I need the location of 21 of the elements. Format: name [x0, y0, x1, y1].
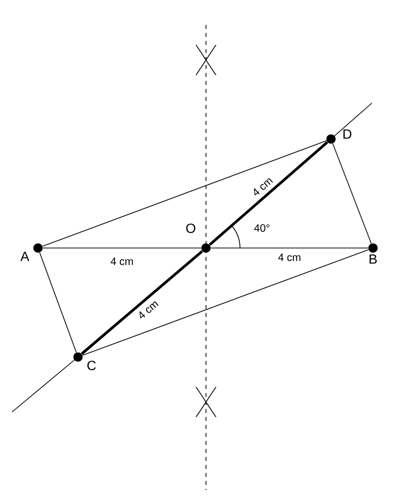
edge-label: 4 cm — [254, 178, 273, 196]
node-label: B — [370, 254, 377, 264]
labelled-point: D — [326, 129, 352, 144]
line-segment — [42, 140, 327, 247]
angle-label: 40° — [254, 224, 270, 232]
edge-label: 4 cm — [278, 254, 300, 262]
labelled-point: O — [186, 224, 211, 253]
line-segment — [332, 143, 372, 244]
edge-label: 4 cm — [140, 302, 159, 318]
line-segment — [82, 249, 369, 356]
labelled-point: A — [20, 243, 43, 261]
line-segment — [208, 141, 328, 246]
edge-label: 4 cm — [110, 258, 133, 266]
labelled-point: B — [368, 243, 378, 264]
line-segment — [39, 252, 77, 353]
line-segment — [80, 250, 204, 355]
node-label: D — [343, 129, 352, 139]
node-label: O — [186, 224, 196, 234]
node-label: C — [87, 360, 96, 370]
node-label: A — [20, 252, 30, 261]
labelled-point: C — [73, 352, 96, 370]
